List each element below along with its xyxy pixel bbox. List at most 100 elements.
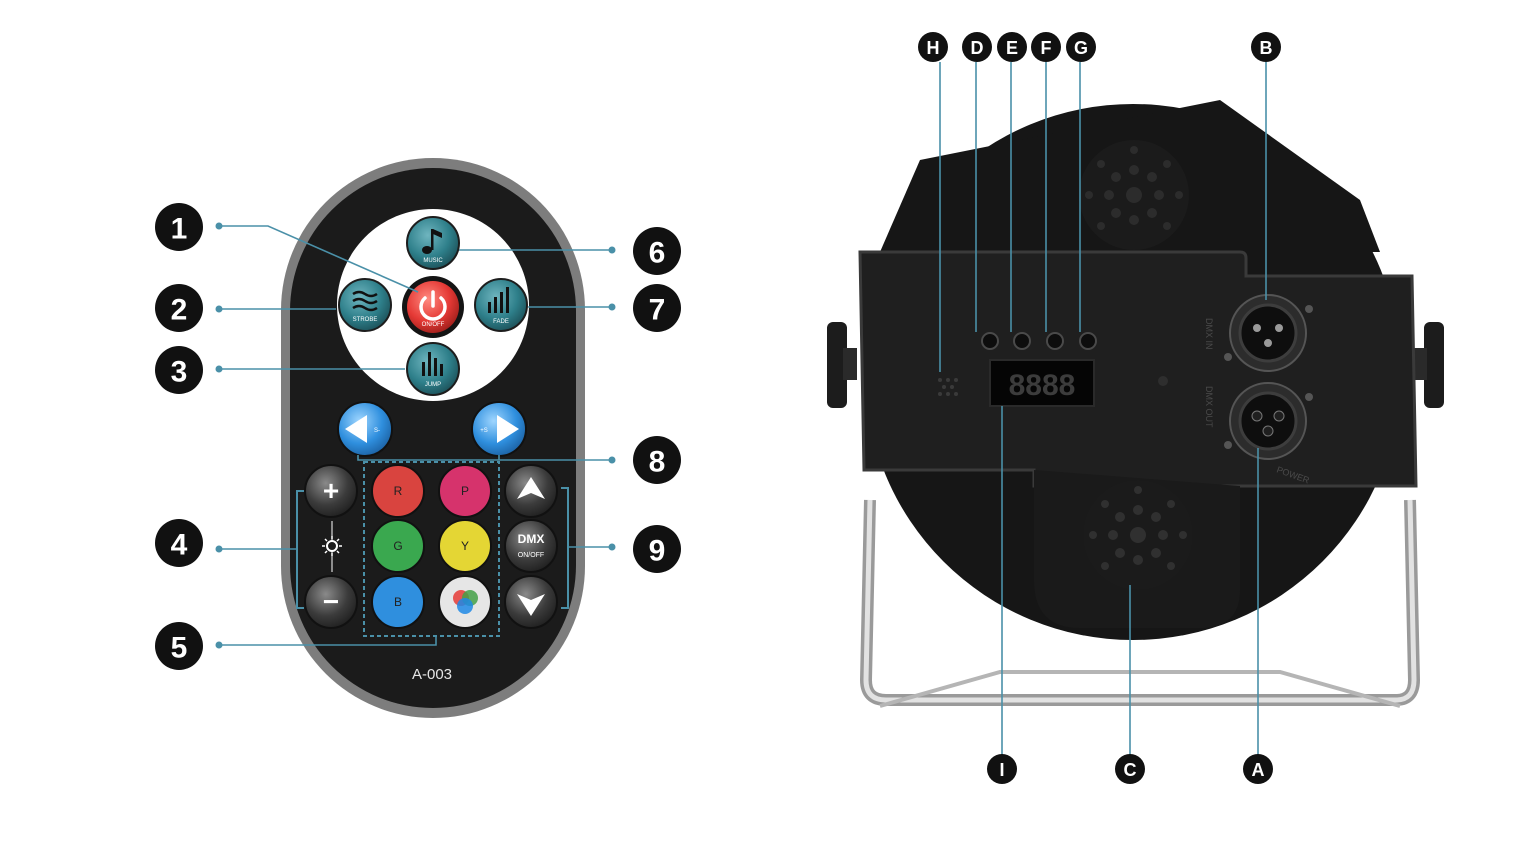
bottom-vent-grille bbox=[1083, 480, 1193, 590]
dmx-sub-label: ON/OFF bbox=[518, 552, 544, 559]
callout-H: H bbox=[918, 32, 948, 62]
callout-C: C bbox=[1115, 754, 1145, 784]
svg-text:3: 3 bbox=[171, 356, 188, 389]
jump-bars-icon bbox=[422, 352, 443, 376]
callout-7: 7 bbox=[633, 284, 681, 332]
red-label: R bbox=[394, 484, 403, 498]
svg-text:E: E bbox=[1006, 38, 1018, 58]
svg-text:F: F bbox=[1041, 38, 1052, 58]
callout-B: B bbox=[1251, 32, 1281, 62]
panel-button-f[interactable] bbox=[1046, 332, 1064, 350]
callout-2: 2 bbox=[155, 284, 203, 332]
arrow-down-button[interactable] bbox=[504, 575, 558, 629]
svg-text:I: I bbox=[999, 760, 1004, 780]
display-digits: 8888 bbox=[1009, 369, 1076, 402]
fixture-callouts: H D E F G B I C A bbox=[918, 32, 1281, 784]
remote-control: MUSIC ON/OFF STROBE bbox=[281, 158, 585, 718]
led-display: 8888 bbox=[989, 359, 1095, 407]
blue-label: B bbox=[394, 595, 402, 609]
fade-label: FADE bbox=[493, 319, 509, 325]
svg-text:B: B bbox=[1260, 38, 1273, 58]
music-button[interactable]: MUSIC bbox=[406, 216, 460, 270]
svg-text:2: 2 bbox=[171, 294, 188, 327]
jump-button[interactable]: JUMP bbox=[406, 342, 460, 396]
power-label: ON/OFF bbox=[422, 322, 445, 328]
svg-text:5: 5 bbox=[171, 632, 188, 665]
arrow-up-button[interactable] bbox=[504, 464, 558, 518]
left-knob bbox=[827, 322, 847, 408]
callout-E: E bbox=[997, 32, 1027, 62]
svg-text:D: D bbox=[971, 38, 984, 58]
svg-text:8: 8 bbox=[649, 446, 666, 479]
color-button-pink[interactable]: P bbox=[438, 464, 492, 518]
color-button-green[interactable]: G bbox=[371, 519, 425, 573]
minus-label: − bbox=[323, 586, 339, 617]
green-label: G bbox=[393, 539, 402, 553]
callout-1: 1 bbox=[155, 203, 203, 251]
fixture-leader-lines bbox=[939, 62, 1267, 755]
arrows-bracket bbox=[561, 487, 569, 609]
fade-button[interactable]: FADE bbox=[474, 278, 528, 332]
strobe-button[interactable]: STROBE bbox=[338, 278, 392, 332]
speed-down-label: S- bbox=[374, 428, 380, 434]
dmx-in-label: DMX IN bbox=[1204, 318, 1214, 350]
svg-text:9: 9 bbox=[649, 535, 666, 568]
callout-4: 4 bbox=[155, 519, 203, 567]
color-button-red[interactable]: R bbox=[371, 464, 425, 518]
power-button[interactable]: ON/OFF bbox=[402, 276, 464, 338]
callout-G: G bbox=[1066, 32, 1096, 62]
plus-label: + bbox=[323, 475, 339, 506]
remote-leader-dots bbox=[215, 222, 616, 649]
par-light-fixture: 8888 DMX IN DMX OUT POWER bbox=[827, 100, 1444, 708]
dmx-label: DMX bbox=[518, 532, 545, 546]
panel-screw bbox=[1158, 376, 1168, 386]
arrow-right-icon bbox=[497, 415, 519, 443]
ir-sensor bbox=[938, 378, 958, 396]
arrow-down-icon bbox=[517, 594, 545, 616]
callout-9: 9 bbox=[633, 525, 681, 573]
callout-F: F bbox=[1031, 32, 1061, 62]
fade-bars-icon bbox=[488, 287, 509, 313]
callout-A: A bbox=[1243, 754, 1273, 784]
panel-button-d[interactable] bbox=[981, 332, 999, 350]
rgb-mix-button[interactable] bbox=[438, 575, 492, 629]
speed-up-button[interactable]: +S bbox=[471, 401, 527, 457]
callout-3: 3 bbox=[155, 346, 203, 394]
svg-text:H: H bbox=[927, 38, 940, 58]
brightness-minus-button[interactable]: − bbox=[304, 575, 358, 629]
rear-panel bbox=[858, 250, 1418, 488]
svg-text:6: 6 bbox=[649, 237, 666, 270]
dmx-button[interactable]: DMX ON/OFF bbox=[504, 519, 558, 573]
svg-text:1: 1 bbox=[171, 213, 188, 246]
music-label: MUSIC bbox=[423, 258, 443, 264]
power-icon bbox=[419, 290, 447, 321]
dmx-out-connector bbox=[1224, 382, 1313, 460]
svg-text:A: A bbox=[1252, 760, 1265, 780]
bracket-bottom-bar bbox=[879, 670, 1401, 708]
callout-5: 5 bbox=[155, 622, 203, 670]
callout-8: 8 bbox=[633, 436, 681, 484]
rgb-circles-icon bbox=[453, 590, 478, 614]
panel-button-g[interactable] bbox=[1079, 332, 1097, 350]
brightness-plus-button[interactable]: + bbox=[304, 464, 358, 518]
callout-D: D bbox=[962, 32, 992, 62]
dmx-in-connector bbox=[1224, 294, 1313, 372]
dmx-out-label: DMX OUT bbox=[1204, 386, 1214, 428]
remote-callouts: 1 2 3 4 5 6 7 8 9 bbox=[155, 203, 681, 670]
strobe-label: STROBE bbox=[353, 317, 378, 323]
top-vent-grille bbox=[1079, 140, 1189, 250]
music-note-icon bbox=[422, 229, 442, 254]
svg-text:G: G bbox=[1074, 38, 1088, 58]
yellow-label: Y bbox=[461, 539, 469, 553]
color-button-yellow[interactable]: Y bbox=[438, 519, 492, 573]
speed-down-button[interactable]: S- bbox=[337, 401, 393, 457]
color-button-blue[interactable]: B bbox=[371, 575, 425, 629]
arrow-left-icon bbox=[345, 415, 367, 443]
panel-button-e[interactable] bbox=[1013, 332, 1031, 350]
strobe-wave-icon bbox=[352, 290, 378, 312]
brightness-sun-icon bbox=[322, 521, 342, 572]
svg-text:7: 7 bbox=[649, 294, 666, 327]
remote-leader-lines bbox=[219, 225, 612, 646]
right-knob bbox=[1424, 322, 1444, 408]
